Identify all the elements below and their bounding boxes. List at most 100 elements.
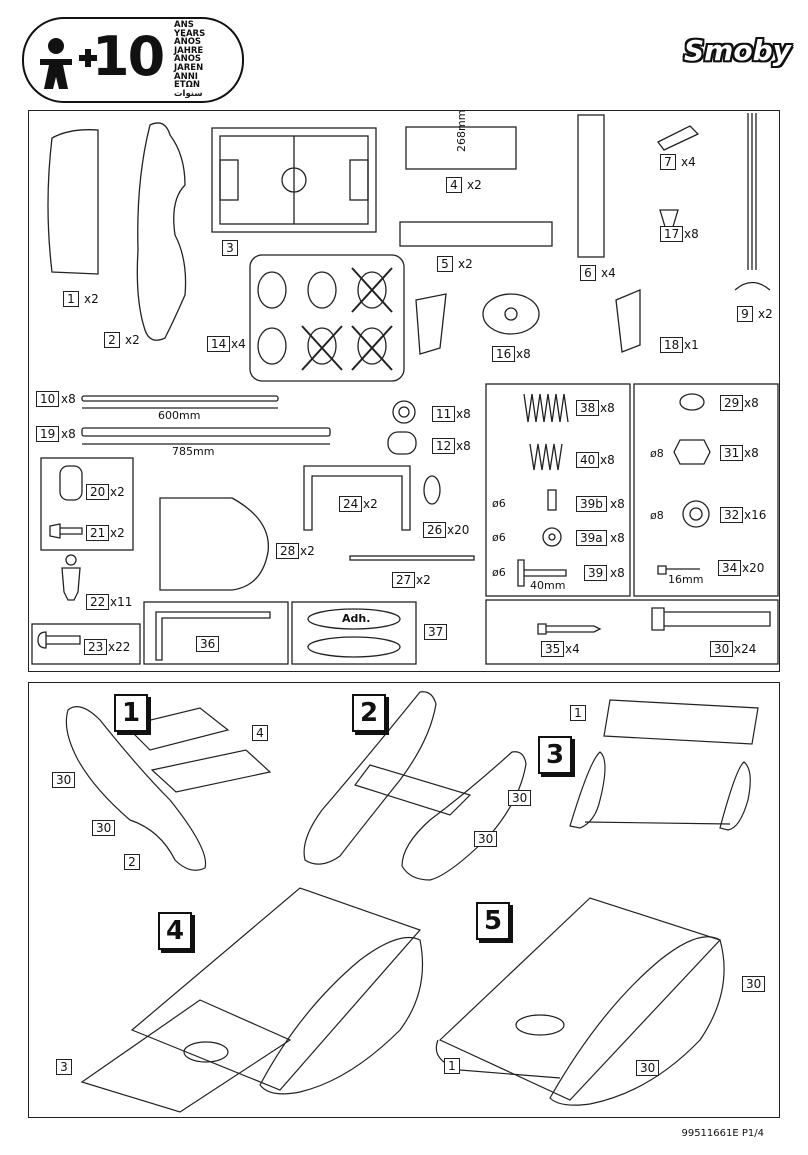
dim-31: ø8	[650, 447, 664, 460]
part-36-box	[143, 601, 289, 665]
step5-callout-30b: 30	[636, 1060, 660, 1076]
step2-callout-30a: 30	[508, 790, 532, 806]
hardware-box-right	[633, 383, 779, 597]
part-number-32: 32	[720, 507, 744, 523]
brand-logo: Smoby	[684, 34, 791, 67]
part-qty-40: x8	[600, 453, 615, 467]
part-19-rod	[81, 427, 331, 437]
part-qty-38: x8	[600, 401, 615, 415]
part-10-rod	[81, 395, 279, 402]
part-qty-21: x2	[110, 526, 125, 540]
part-number-39: 39	[584, 565, 608, 581]
part-qty-16: x8	[516, 347, 531, 361]
part-qty-30: x24	[734, 642, 757, 656]
part-number-20: 20	[86, 484, 110, 500]
dim-rod-short: 600mm	[158, 409, 201, 422]
dim-39b: ø6	[492, 497, 506, 510]
part-23	[37, 631, 81, 649]
part-number-2: 2	[104, 332, 120, 348]
part-number-37: 37	[424, 624, 448, 640]
part-number-24: 24	[339, 496, 363, 512]
part-qty-31: x8	[744, 446, 759, 460]
part-number-7: 7	[660, 154, 676, 170]
part-number-11: 11	[432, 406, 456, 422]
part-qty-22: x11	[110, 595, 133, 609]
part-27	[349, 555, 475, 561]
part-number-36: 36	[196, 636, 220, 652]
part-qty-20: x2	[110, 485, 125, 499]
part-20-21-box	[40, 457, 134, 551]
step5-callout-1: 1	[444, 1058, 460, 1074]
hardware-box-bottom	[485, 599, 779, 665]
part-14-grid	[249, 254, 405, 382]
part-qty-12: x8	[456, 439, 471, 453]
part-26	[423, 475, 441, 505]
part-29	[679, 393, 705, 411]
part-qty-11: x8	[456, 407, 471, 421]
part-qty-4: x2	[467, 178, 482, 192]
child-figure-icon	[40, 38, 97, 89]
step-5-number: 5	[476, 902, 510, 940]
part-32	[682, 500, 710, 528]
part-number-22: 22	[86, 594, 110, 610]
part-qty-39a: x8	[610, 531, 625, 545]
assembly-panel	[28, 682, 780, 1118]
dim-screw-39: 40mm	[530, 579, 566, 592]
part-qty-19: x8	[61, 427, 76, 441]
part-number-18: 18	[660, 337, 684, 353]
part-qty-18: x1	[684, 338, 699, 352]
part-28	[159, 497, 269, 591]
part-number-38: 38	[576, 400, 600, 416]
part-39a	[542, 527, 562, 547]
part-number-12: 12	[432, 438, 456, 454]
part-number-31: 31	[720, 445, 744, 461]
part-number-34: 34	[718, 560, 742, 576]
part-qty-6: x4	[601, 266, 616, 280]
part-number-16: 16	[492, 346, 516, 362]
part-qty-7: x4	[681, 155, 696, 169]
step-1-number: 1	[114, 694, 148, 732]
part-7	[657, 125, 700, 151]
part-qty-1: x2	[84, 292, 99, 306]
part-22-figure	[65, 554, 77, 566]
parts-panel	[28, 110, 780, 672]
part-38-spring	[523, 393, 569, 423]
dim-rod-long: 785mm	[172, 445, 215, 458]
part-number-9: 9	[737, 306, 753, 322]
part-number-35: 35	[541, 641, 565, 657]
step1-callout-30b: 30	[92, 820, 116, 836]
part-qty-24: x2	[363, 497, 378, 511]
part-number-14: 14	[207, 336, 231, 352]
part-4-plate	[405, 126, 517, 170]
age-badge: 10 ANS YEARS AÑOS JAHRE ANOS JAREN ANNI …	[22, 17, 244, 103]
part-qty-39: x8	[610, 566, 625, 580]
part-qty-39b: x8	[610, 497, 625, 511]
step4-callout-3: 3	[56, 1059, 72, 1075]
part-qty-2: x2	[125, 333, 140, 347]
part-number-39b: 39b	[576, 496, 607, 512]
part-2-rail	[136, 122, 187, 341]
part-31	[673, 439, 711, 465]
part-35	[537, 623, 602, 635]
part-11	[392, 400, 416, 424]
part-number-27: 27	[392, 572, 416, 588]
part-number-30: 30	[710, 641, 734, 657]
step1-callout-4: 4	[252, 725, 268, 741]
part-number-10: 10	[36, 391, 60, 407]
hardware-box-left	[485, 383, 631, 597]
step-2-number: 2	[352, 694, 386, 732]
part-number-4: 4	[446, 177, 462, 193]
part-qty-32: x16	[744, 508, 767, 522]
dim-screw-34: 16mm	[668, 573, 704, 586]
part-qty-26: x20	[447, 523, 470, 537]
age-number: 10	[92, 25, 165, 88]
part-qty-9: x2	[758, 307, 773, 321]
part-number-39a: 39a	[576, 530, 607, 546]
part-qty-5: x2	[458, 257, 473, 271]
part-number-26: 26	[423, 522, 447, 538]
part-5-bar	[399, 221, 553, 247]
part-number-29: 29	[720, 395, 744, 411]
step3-callout-1: 1	[570, 705, 586, 721]
